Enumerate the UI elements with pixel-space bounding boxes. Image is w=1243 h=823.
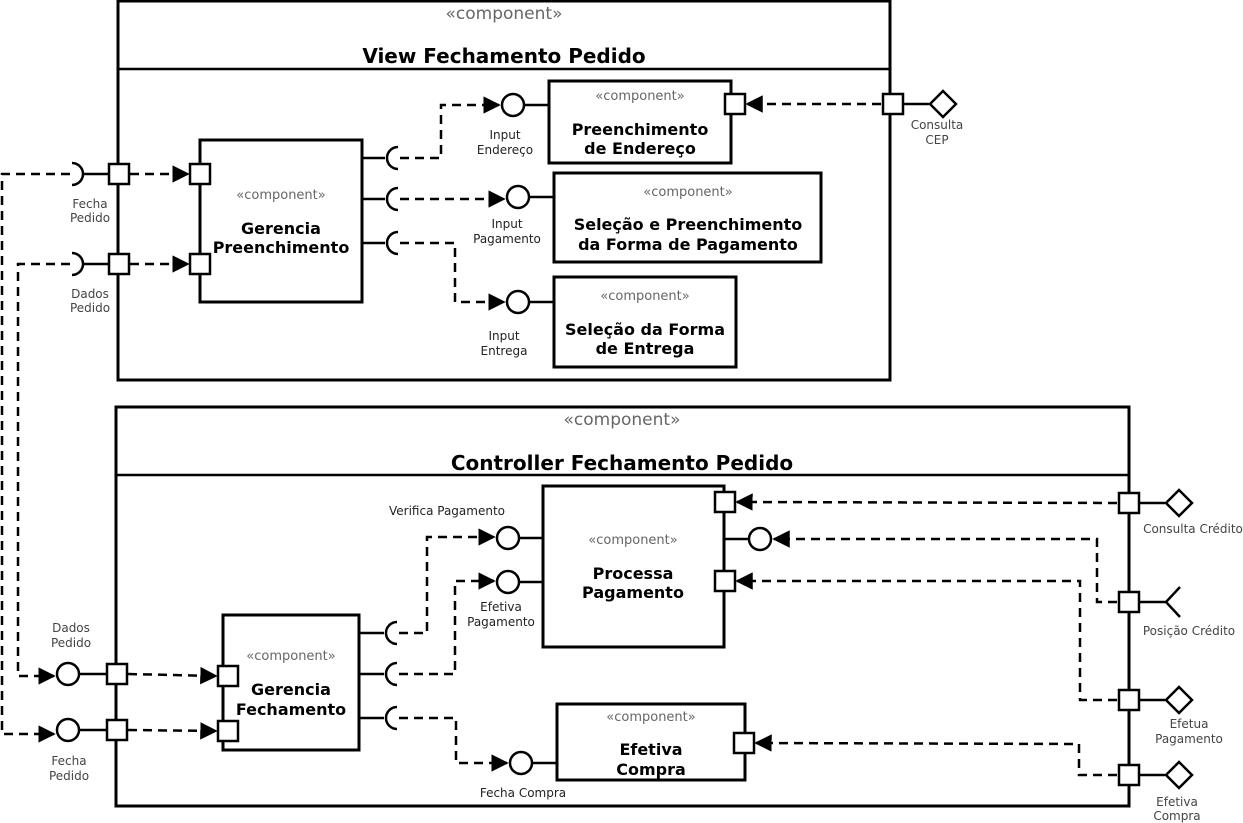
gerencia-fechamento-title-2: Fechamento [236,700,346,719]
gerencia-preenchimento-title-1: Gerencia [241,219,321,238]
label-input-pagamento-2: Pagamento [473,232,541,246]
endereco-port[interactable] [723,92,747,116]
view-label-dados-pedido-2: Pedido [70,301,110,315]
efetua-pagamento-diamond-icon [1164,685,1194,715]
consulta-credito-diamond-icon [1164,488,1194,518]
processa-port-consulta[interactable] [713,490,737,514]
fecha-pedido-socket-icon [71,161,85,187]
view-label-fecha-pedido-1: Fecha [72,197,107,211]
processa-title-2: Pagamento [582,583,684,602]
controller-port-efetua-pagamento[interactable] [1117,688,1141,712]
gerencia-fechamento-stereotype: «component» [246,649,335,664]
controller-fecha-pedido-interface-icon [55,717,81,743]
controller-label-fecha-pedido-1: Fecha [51,754,86,768]
label-efetiva-compra-2: Compra [1153,809,1200,823]
label-posicao-credito: Posição Crédito [1143,624,1235,638]
endereco-title-1: Preenchimento [572,120,709,139]
controller-port-consulta-credito[interactable] [1117,491,1141,515]
forma-pagamento-title-2: da Forma de Pagamento [578,235,798,254]
verifica-pagamento-interface-icon [495,525,521,551]
input-entrega-interface-icon [505,289,531,315]
gerencia-fechamento-port-2[interactable] [216,719,240,743]
view-port-fecha-pedido[interactable] [107,162,131,186]
label-efetua-pagamento-2: Pagamento [1155,732,1223,746]
endereco-title-2: de Endereço [584,139,696,158]
controller-title: Controller Fechamento Pedido [451,451,793,475]
label-efetiva-compra-1: Efetiva [1156,795,1198,809]
forma-entrega-stereotype: «component» [600,289,689,304]
label-verifica-pagamento: Verifica Pagamento [389,504,505,518]
controller-port-fecha-pedido[interactable] [105,718,129,742]
view-label-dados-pedido-1: Dados [71,287,109,301]
view-port-dados-pedido[interactable] [107,252,131,276]
view-label-fecha-pedido-2: Pedido [70,211,110,225]
controller-label-fecha-pedido-2: Pedido [49,769,89,783]
efetiva-compra-stereotype: «component» [606,710,695,725]
efetiva-compra-component[interactable]: «component» Efetiva Compra [555,702,747,782]
label-input-entrega-1: Input [488,329,519,343]
processa-port-efetua[interactable] [713,569,737,593]
posicao-credito-fork-icon [1164,586,1181,618]
endereco-stereotype: «component» [595,89,684,104]
efetiva-pagamento-interface-icon [495,569,521,595]
posicao-credito-interface-icon [747,526,773,552]
processa-stereotype: «component» [588,533,677,548]
gerencia-preenchimento-title-2: Preenchimento [213,238,350,257]
gerencia-fechamento-port-1[interactable] [216,664,240,688]
label-input-endereco-2: Endereço [477,143,533,157]
label-input-endereco-1: Input [489,128,520,142]
fecha-compra-interface-icon [508,750,534,776]
controller-port-posicao-credito[interactable] [1117,590,1141,614]
label-consulta-credito: Consulta Crédito [1143,522,1243,536]
controller-dados-pedido-interface-icon [55,661,81,687]
input-endereco-interface-icon [500,92,526,118]
label-efetiva-pagamento-2: Pagamento [467,615,535,629]
label-efetua-pagamento-1: Efetua [1170,717,1209,731]
dados-pedido-socket-icon [71,251,85,277]
forma-entrega-title-1: Seleção da Forma [565,320,725,339]
controller-port-efetiva-compra[interactable] [1117,763,1141,787]
controller-port-dados-pedido[interactable] [105,662,129,686]
controller-label-dados-pedido-2: Pedido [51,636,91,650]
preenchimento-endereco-component[interactable]: «component» Preenchimento de Endereço [547,79,733,165]
gerencia-preenchimento-component[interactable]: «component» Gerencia Preenchimento [198,138,364,304]
gerencia-fechamento-title-1: Gerencia [251,680,331,699]
forma-pagamento-title-1: Seleção e Preenchimento [574,215,803,234]
processa-pagamento-component[interactable]: «component» Processa Pagamento [541,484,726,649]
efetiva-compra-title-2: Compra [616,760,686,779]
gerencia-preenchimento-stereotype: «component» [236,188,325,203]
label-consulta-cep-2: CEP [925,133,948,147]
label-efetiva-pagamento-1: Efetiva [480,600,522,614]
forma-entrega-component[interactable]: «component» Seleção da Forma de Entrega [552,275,738,369]
gerencia-preenchimento-port-2[interactable] [188,252,212,276]
processa-title-1: Processa [593,564,674,583]
consulta-cep-diamond-icon [928,89,958,119]
efetiva-compra-diamond-icon [1164,760,1194,790]
forma-pagamento-component[interactable]: «component» Seleção e Preenchimento da F… [552,171,823,264]
view-port-consulta-cep[interactable] [881,92,905,116]
controller-label-dados-pedido-1: Dados [52,621,90,635]
efetiva-compra-title-1: Efetiva [619,740,682,759]
view-stereotype: «component» [446,4,563,24]
forma-entrega-title-2: de Entrega [596,339,695,358]
input-pagamento-interface-icon [505,184,531,210]
label-consulta-cep-1: Consulta [911,118,964,132]
view-title: View Fechamento Pedido [362,44,645,68]
gerencia-preenchimento-port-1[interactable] [188,162,212,186]
efetiva-compra-port[interactable] [732,731,756,755]
forma-pagamento-stereotype: «component» [643,185,732,200]
controller-stereotype: «component» [564,410,681,430]
label-input-pagamento-1: Input [491,217,522,231]
label-input-entrega-2: Entrega [481,344,528,358]
gerencia-fechamento-component[interactable]: «component» Gerencia Fechamento [221,613,361,752]
label-fecha-compra: Fecha Compra [480,786,566,800]
